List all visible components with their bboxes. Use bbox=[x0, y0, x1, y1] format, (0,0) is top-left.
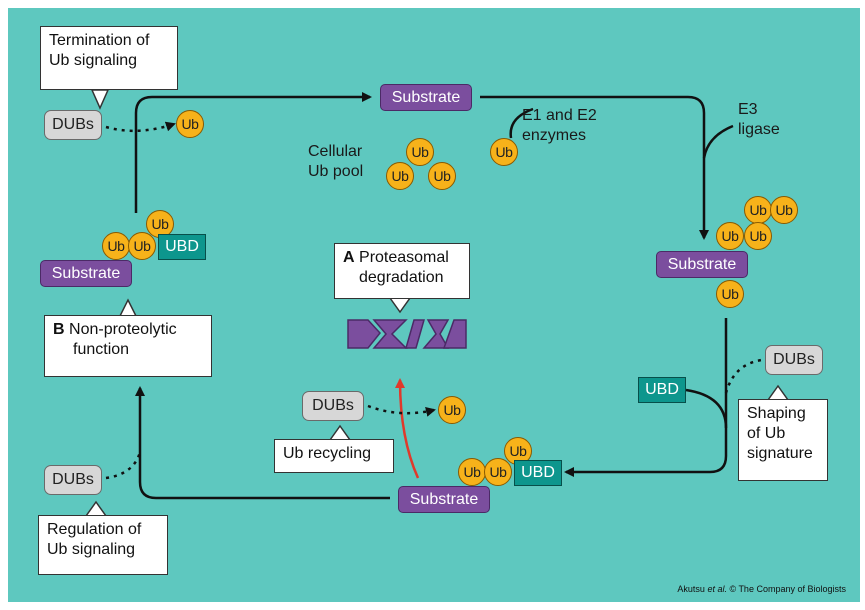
non-proteolytic-line1: B Non-proteolytic bbox=[53, 320, 203, 340]
callout-letter-a: A bbox=[343, 249, 355, 266]
dubs-dotted-recycling bbox=[367, 404, 436, 417]
ub-right-bottom: Ub bbox=[716, 280, 744, 308]
ubd-curve bbox=[685, 388, 728, 429]
non-proteolytic-line2: function bbox=[73, 341, 130, 358]
substrate-left: Substrate bbox=[40, 260, 132, 287]
copyright-credit: Akutsu et al. © The Company of Biologist… bbox=[677, 584, 846, 594]
e3-curve bbox=[702, 124, 734, 159]
dubs-recycling: DUBs bbox=[302, 391, 364, 421]
ub-left-2: Ub bbox=[128, 232, 156, 260]
credit-rest: © The Company of Biologists bbox=[729, 584, 846, 594]
arrow-top-to-right bbox=[480, 95, 709, 240]
e3-ligase-label: E3 ligase bbox=[738, 100, 780, 140]
termination-line2: Ub signaling bbox=[49, 52, 138, 69]
dubs-dotted-shaping bbox=[724, 358, 763, 394]
e1e2-curve bbox=[509, 107, 534, 139]
ub-pool-2: Ub bbox=[386, 162, 414, 190]
pathway-lines bbox=[84, 89, 790, 517]
regulation-line2: Ub signaling bbox=[47, 541, 136, 558]
callout-pointer-recycling bbox=[328, 424, 352, 441]
callout-pointer-shaping bbox=[766, 384, 790, 401]
ub-released-top: Ub bbox=[176, 110, 204, 138]
shaping-line1: Shaping bbox=[747, 405, 806, 422]
non-proteolytic-text: Non-proteolytic bbox=[69, 321, 177, 338]
diagram-panel: Termination of Ub signaling DUBs Ub Subs… bbox=[8, 8, 860, 602]
ub-chain-right-4: Ub bbox=[744, 222, 772, 250]
callout-letter-b: B bbox=[53, 321, 65, 338]
ubd-right: UBD bbox=[638, 377, 686, 403]
cellular-label: Cellular bbox=[308, 143, 363, 160]
substrate-right: Substrate bbox=[656, 251, 748, 278]
e3-line2: ligase bbox=[738, 121, 780, 138]
ub-chain-right-3: Ub bbox=[716, 222, 744, 250]
proteasomal-line2: degradation bbox=[359, 269, 444, 286]
regulation-callout: Regulation of Ub signaling bbox=[38, 515, 168, 575]
ubd-bottom: UBD bbox=[514, 460, 562, 486]
non-proteolytic-callout: B Non-proteolytic function bbox=[44, 315, 212, 377]
ub-pool-3: Ub bbox=[428, 162, 456, 190]
credit-authors: Akutsu bbox=[677, 584, 705, 594]
dubs-dotted-regulation bbox=[105, 451, 142, 480]
shaping-line3: signature bbox=[747, 445, 813, 462]
degraded-substrate-icon bbox=[347, 319, 467, 349]
regulation-line1: Regulation of bbox=[47, 521, 142, 538]
shaping-line2: of Ub bbox=[747, 425, 786, 442]
proteasomal-text: Proteasomal bbox=[359, 249, 449, 266]
ub-pool-label: Ub pool bbox=[308, 163, 364, 180]
e1e2-line2: enzymes bbox=[522, 127, 587, 144]
ub-pool-1: Ub bbox=[406, 138, 434, 166]
e3-line1: E3 bbox=[738, 101, 758, 118]
arrow-to-top-substrate bbox=[134, 92, 372, 213]
ub-chain-right-2: Ub bbox=[770, 196, 798, 224]
callout-pointer-regulation bbox=[84, 500, 108, 517]
dubs-termination: DUBs bbox=[44, 110, 102, 140]
ub-bottom-1: Ub bbox=[458, 458, 486, 486]
ub-recycled: Ub bbox=[438, 396, 466, 424]
arrow-bottom-to-left bbox=[135, 386, 390, 500]
ub-bottom-top: Ub bbox=[504, 437, 532, 465]
ubd-left: UBD bbox=[158, 234, 206, 260]
e1e2-label: E1 and E2 enzymes bbox=[522, 106, 597, 146]
ub-left-1: Ub bbox=[102, 232, 130, 260]
degradation-arrow bbox=[395, 378, 420, 479]
proteasomal-callout: A Proteasomal degradation bbox=[334, 243, 470, 299]
callout-pointer-proteasomal bbox=[388, 297, 412, 314]
termination-line1: Termination of bbox=[49, 32, 150, 49]
shaping-callout: Shaping of Ub signature bbox=[738, 399, 828, 481]
credit-etal: et al. bbox=[707, 584, 727, 594]
substrate-bottom: Substrate bbox=[398, 486, 490, 513]
ub-chain-right-1: Ub bbox=[744, 196, 772, 224]
proteasomal-line1: A Proteasomal bbox=[343, 248, 461, 268]
ub-recycling-callout: Ub recycling bbox=[274, 439, 394, 473]
callout-pointer-nonprot bbox=[118, 298, 138, 317]
e1e2-line1: E1 and E2 bbox=[522, 107, 597, 124]
arrow-right-to-bottom bbox=[564, 318, 728, 477]
callout-pointer-termination bbox=[90, 89, 110, 110]
termination-callout: Termination of Ub signaling bbox=[40, 26, 178, 90]
ub-left-top: Ub bbox=[146, 210, 174, 238]
ub-bottom-2: Ub bbox=[484, 458, 512, 486]
dubs-regulation: DUBs bbox=[44, 465, 102, 495]
substrate-top: Substrate bbox=[380, 84, 472, 111]
ub-e1e2: Ub bbox=[490, 138, 518, 166]
cellular-ub-pool-label: Cellular Ub pool bbox=[308, 142, 363, 182]
dubs-shaping: DUBs bbox=[765, 345, 823, 375]
dubs-dotted-top bbox=[105, 121, 176, 133]
